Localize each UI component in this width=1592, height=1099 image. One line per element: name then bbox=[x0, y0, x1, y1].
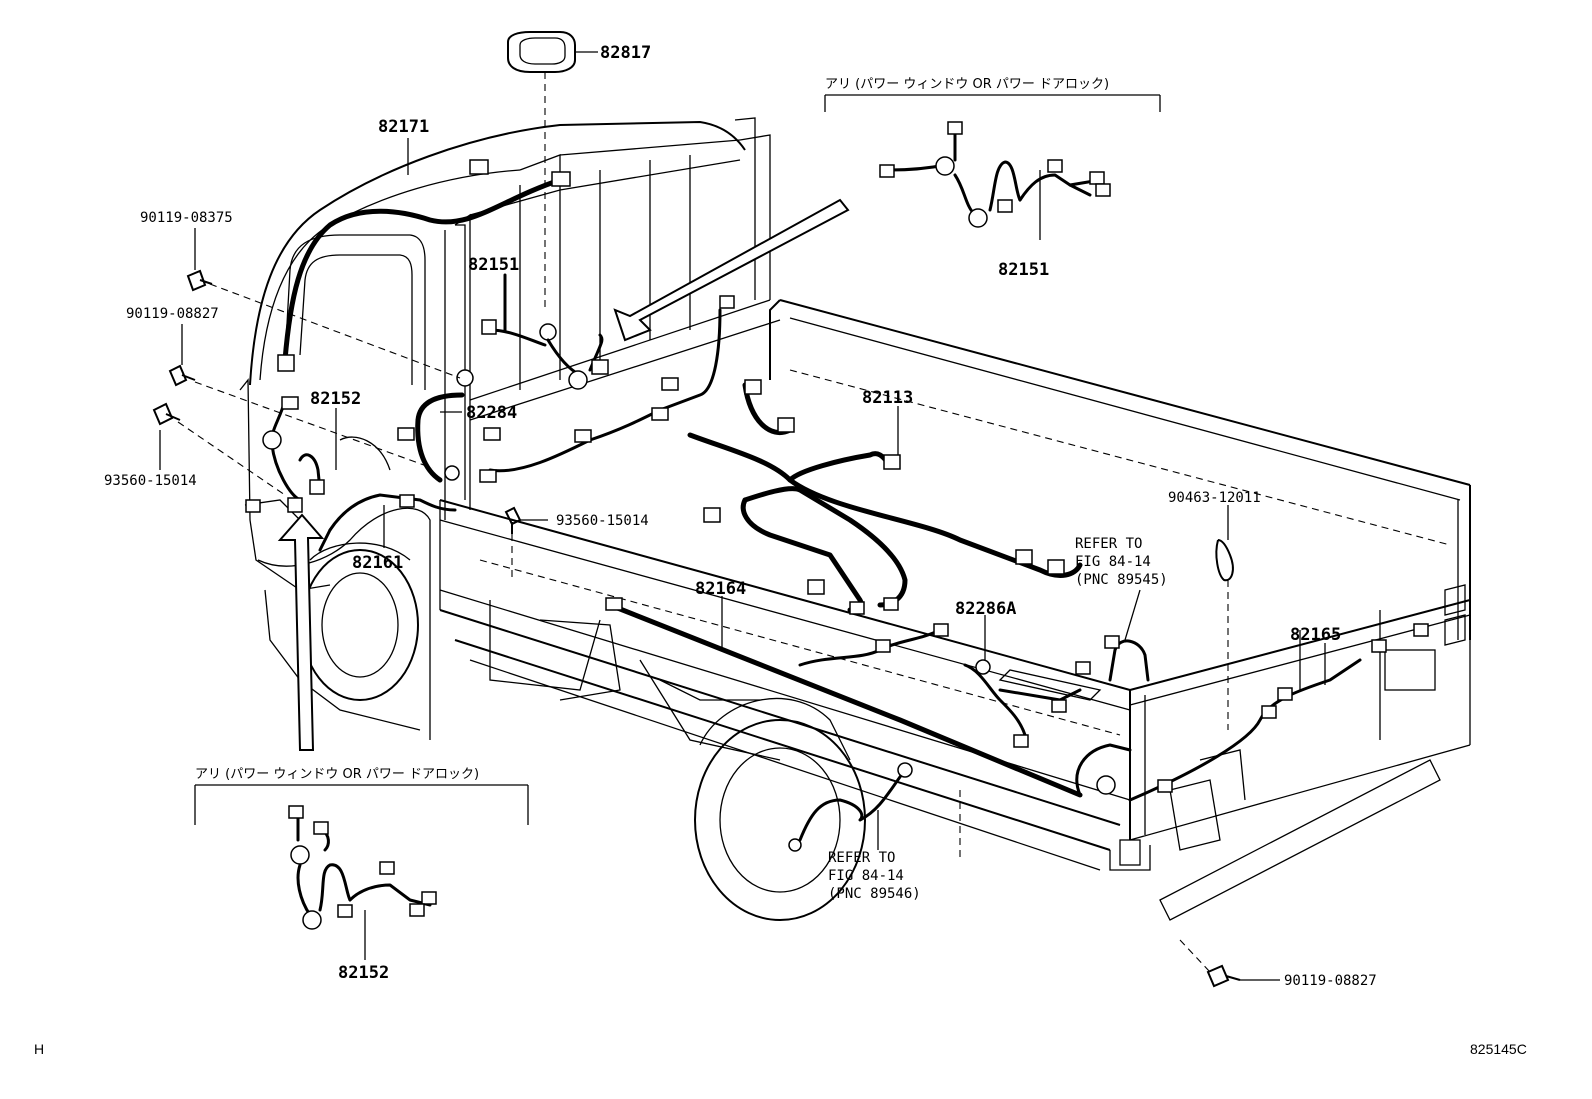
harness-89546-ref bbox=[788, 762, 913, 852]
direction-arrow-lower bbox=[277, 513, 325, 751]
footer-left-code: H bbox=[34, 1041, 44, 1057]
harness-82164 bbox=[605, 597, 1132, 798]
harness-82286A bbox=[963, 659, 1102, 748]
grommet-82817 bbox=[507, 31, 576, 73]
harness-82113 bbox=[687, 379, 1083, 615]
bolt-90119-08375 bbox=[186, 269, 213, 292]
inset-bottom-caption: アリ (パワー ウィンドウ OR パワー ドアロック) bbox=[195, 767, 479, 782]
label-90119-08375: 90119-08375 bbox=[140, 210, 233, 226]
label-82171: 82171 bbox=[378, 117, 429, 137]
clip-90463-12011 bbox=[1215, 539, 1234, 582]
bolt-90119-08827-top bbox=[168, 364, 196, 387]
label-82284: 82284 bbox=[466, 403, 517, 423]
leader-lines bbox=[159, 51, 1326, 981]
inset-bottom-left bbox=[194, 784, 529, 930]
label-82151-inset: 82151 bbox=[998, 260, 1049, 280]
refer-bottom-line3: (PNC 89546) bbox=[828, 886, 921, 902]
direction-arrow-upper bbox=[613, 198, 850, 342]
bolt-93560-15014-left bbox=[152, 402, 181, 426]
label-82151-main: 82151 bbox=[468, 255, 519, 275]
label-82817: 82817 bbox=[600, 43, 651, 63]
bolt-90119-08827-bottom bbox=[1206, 964, 1241, 988]
label-82164: 82164 bbox=[695, 579, 746, 599]
refer-right-line2: FIG 84-14 bbox=[1075, 554, 1151, 570]
harness-82152-main bbox=[245, 396, 325, 513]
label-82161: 82161 bbox=[352, 553, 403, 573]
harness-82171 bbox=[277, 159, 571, 372]
refer-right-line1: REFER TO bbox=[1075, 536, 1142, 552]
cargo-bed-outline bbox=[439, 299, 1471, 921]
inset-top-caption: アリ (パワー ウィンドウ OR パワー ドアロック) bbox=[825, 77, 1109, 92]
label-82152-inset: 82152 bbox=[338, 963, 389, 983]
truck-cab-outline bbox=[239, 117, 781, 740]
refer-right-line3: (PNC 89545) bbox=[1075, 572, 1168, 588]
harness-82165 bbox=[1128, 623, 1429, 802]
harness-82284 bbox=[415, 369, 474, 483]
harness-89545-ref bbox=[1104, 635, 1150, 682]
label-93560-15014-mid: 93560-15014 bbox=[556, 513, 649, 529]
label-82152-main: 82152 bbox=[310, 389, 361, 409]
inset-top-right bbox=[824, 94, 1161, 228]
label-82113: 82113 bbox=[862, 388, 913, 408]
label-82165: 82165 bbox=[1290, 625, 1341, 645]
label-90119-08827-bottom: 90119-08827 bbox=[1284, 973, 1377, 989]
label-82286A: 82286A bbox=[955, 599, 1016, 619]
label-90463-12011: 90463-12011 bbox=[1168, 490, 1261, 506]
harness-82161 bbox=[318, 493, 457, 552]
label-93560-15014-left: 93560-15014 bbox=[104, 473, 197, 489]
label-90119-08827-top: 90119-08827 bbox=[126, 306, 219, 322]
refer-bottom-line2: FIG 84-14 bbox=[828, 868, 904, 884]
refer-bottom-line1: REFER TO bbox=[828, 850, 895, 866]
footer-illustration-id: 825145C bbox=[1470, 1041, 1527, 1057]
harness-upper-cab-rear bbox=[397, 295, 735, 483]
